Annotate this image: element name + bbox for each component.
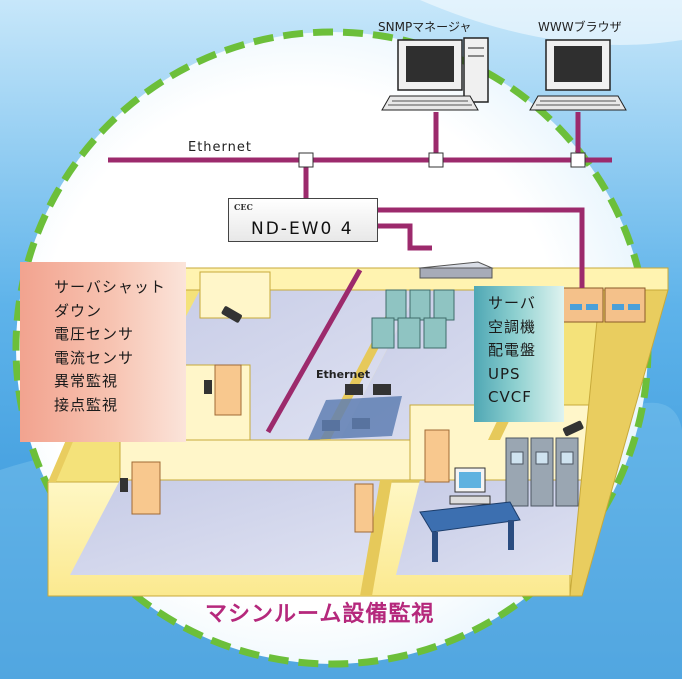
device-to-ups-line	[378, 207, 585, 288]
door-icon	[214, 364, 242, 416]
table-icon	[308, 396, 402, 440]
junction-node	[428, 152, 444, 168]
monitoring-functions-box: サーバシャット ダウン 電圧センサ 電流センサ 異常監視 接点監視	[20, 262, 186, 442]
device-to-hub-line	[378, 223, 432, 251]
partition-wall-3	[360, 480, 392, 596]
junction-node	[570, 152, 586, 168]
equipment-item: サーバ	[488, 294, 536, 312]
snmp-manager-label: SNMPマネージャ	[378, 20, 472, 34]
equipment-box: サーバ 空調機 配電盤 UPS CVCF	[474, 286, 564, 422]
monitor-item: ダウン	[54, 301, 103, 320]
desk-icon	[419, 501, 521, 533]
back-wall-room1	[199, 271, 271, 319]
card-reader-icon	[120, 478, 128, 492]
door-icon	[424, 429, 450, 483]
equipment-item: 配電盤	[488, 341, 537, 359]
monitor-item: 異常監視	[54, 372, 119, 390]
monitor-item: 電流センサ	[54, 348, 135, 367]
door-icon	[131, 461, 161, 515]
equipment-item: UPS	[488, 364, 521, 383]
room-network-line	[265, 268, 363, 434]
cloud-top	[420, 0, 682, 45]
www-computer-icon	[529, 39, 627, 111]
equipment-item: CVCF	[488, 388, 532, 406]
monitor-item: 接点監視	[54, 395, 119, 414]
device-model-label: ND-EW0 4	[251, 219, 354, 239]
computer-icon	[449, 467, 491, 505]
room-ethernet-label: Ethernet	[316, 368, 371, 381]
monitor-item: サーバシャット	[54, 278, 166, 296]
camera-icon	[221, 306, 242, 323]
equipment-item: 空調機	[488, 317, 537, 336]
power-unit-icon	[562, 287, 646, 323]
diagram-title: マシンルーム設備監視	[205, 602, 435, 627]
lower-room-floor	[70, 480, 390, 575]
device-brand-label: CEC	[234, 202, 253, 212]
junction-node	[298, 152, 314, 168]
device-box: ND-EW0 4	[228, 198, 378, 242]
air-conditioner-icon	[505, 437, 579, 507]
ethernet-label: Ethernet	[188, 140, 252, 155]
monitor-item: 電圧センサ	[54, 325, 135, 343]
www-browser-label: WWWブラウザ	[538, 20, 622, 34]
door-icon	[354, 483, 374, 533]
card-reader-icon	[204, 380, 212, 394]
server-rack-group	[371, 289, 455, 349]
snmp-computer-icon	[381, 37, 489, 111]
hub-device-front	[419, 267, 493, 279]
mid-wall	[119, 439, 421, 481]
camera-icon	[562, 420, 584, 437]
